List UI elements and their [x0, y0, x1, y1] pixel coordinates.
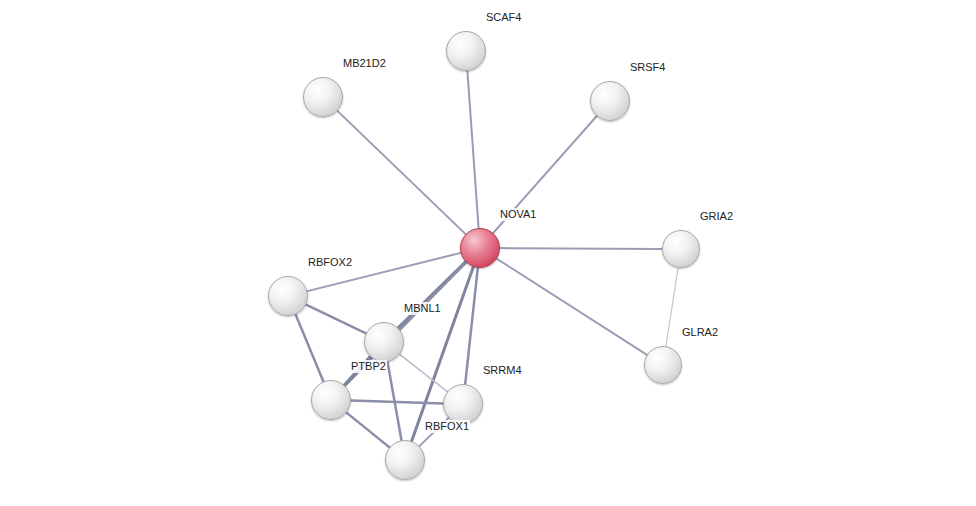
interaction-edge — [296, 315, 324, 382]
protein-label: SRRM4 — [482, 364, 523, 377]
protein-label: MB21D2 — [342, 57, 387, 70]
protein-node: SRSF4 — [590, 81, 630, 121]
protein-label: GLRA2 — [681, 326, 719, 339]
interaction-edge — [493, 116, 597, 233]
interaction-edge — [347, 413, 390, 448]
protein-label: MBNL1 — [403, 302, 442, 315]
interaction-edge — [467, 71, 478, 228]
protein-node: GRIA2 — [662, 230, 700, 268]
protein-node: RBFOX2 — [268, 276, 308, 316]
interaction-edge — [500, 247, 662, 250]
protein-node: MB21D2 — [303, 77, 343, 117]
protein-node: SRRM4 — [443, 384, 483, 424]
protein-label: RBFOX2 — [307, 256, 353, 269]
interaction-edge — [307, 253, 460, 291]
interaction-edge — [351, 401, 443, 404]
interaction-edge — [337, 111, 465, 234]
protein-label: SCAF4 — [485, 11, 522, 24]
interaction-edge — [400, 354, 448, 391]
query-protein-node: NOVA1 — [460, 228, 500, 268]
protein-node: RBFOX1 — [385, 440, 425, 480]
interaction-edge — [497, 259, 647, 355]
interaction-edge — [666, 268, 678, 346]
interaction-edge — [306, 305, 366, 334]
protein-label: PTBP2 — [350, 360, 387, 373]
interaction-edge — [345, 262, 466, 385]
protein-label: NOVA1 — [499, 208, 537, 221]
protein-node: PTBP2 — [311, 380, 351, 420]
protein-label: SRSF4 — [629, 61, 666, 74]
protein-label: RBFOX1 — [424, 420, 470, 433]
protein-node: SCAF4 — [446, 31, 486, 71]
protein-node: MBNL1 — [364, 322, 404, 362]
protein-node: GLRA2 — [644, 346, 682, 384]
protein-label: GRIA2 — [699, 210, 734, 223]
